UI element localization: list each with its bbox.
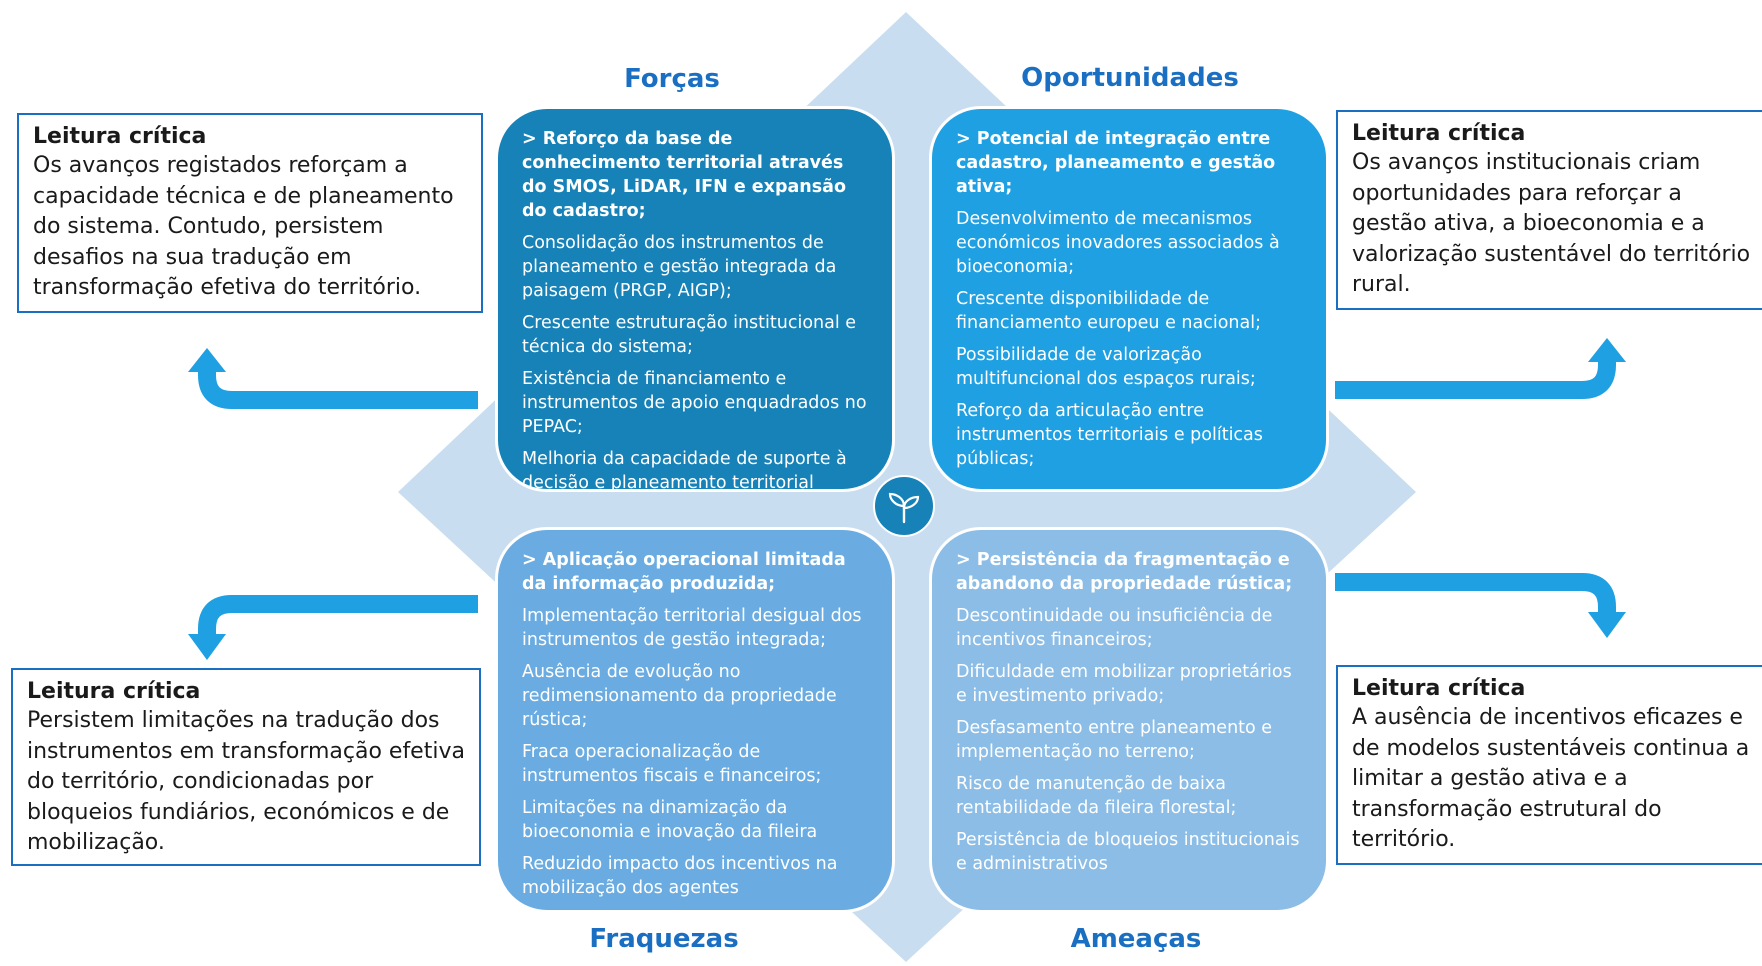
card-body: A ausência de incentivos eficazes e de m… xyxy=(1352,705,1750,852)
card-title: Leitura crítica xyxy=(1352,676,1526,701)
ameacas-item: Desfasamento entre planeamento e impleme… xyxy=(956,718,1273,762)
arrowhead-bottom-left xyxy=(188,634,226,660)
critical-reading-card-forcas: Leitura crítica Os avanços registados re… xyxy=(17,113,483,313)
oportunidades-item: Reforço da articulação entre instrumento… xyxy=(956,401,1263,469)
arrow-top-left xyxy=(198,370,478,409)
forcas-item: Crescente estruturação institucional e t… xyxy=(522,313,857,357)
title-oportunidades: Oportunidades xyxy=(1021,63,1239,93)
sprout-icon xyxy=(873,475,935,537)
forcas-head: > Reforço da base de conhecimento territ… xyxy=(522,129,847,221)
ameacas-head: > Persistência da fragmentação e abandon… xyxy=(956,550,1293,594)
card-title: Leitura crítica xyxy=(33,124,207,149)
fraquezas-item: Ausência de evolução no redimensionament… xyxy=(522,662,837,730)
title-forcas: Forças xyxy=(624,64,720,94)
ameacas-item: Dificuldade em mobilizar proprietários e… xyxy=(956,662,1292,706)
oportunidades-item: Desenvolvimento de mecanismos económicos… xyxy=(956,209,1280,277)
fraquezas-item: Fraca operacionalização de instrumentos … xyxy=(522,742,822,786)
card-body: Persistem limitações na tradução dos ins… xyxy=(27,708,465,855)
title-ameacas: Ameaças xyxy=(1070,924,1202,954)
critical-reading-card-fraquezas: Leitura crítica Persistem limitações na … xyxy=(11,668,481,866)
quadrant-fraquezas: > Aplicação operacional limitada da info… xyxy=(495,527,895,913)
oportunidades-item: Possibilidade de valorização multifuncio… xyxy=(956,345,1256,389)
quadrant-ameacas: > Persistência da fragmentação e abandon… xyxy=(929,527,1329,913)
oportunidades-item: Crescente disponibilidade de financiamen… xyxy=(956,289,1261,333)
ameacas-item: Descontinuidade ou insuficiência de ince… xyxy=(956,606,1273,650)
fraquezas-item: Reduzido impacto dos incentivos na mobil… xyxy=(522,854,838,898)
arrow-bottom-left xyxy=(198,595,478,636)
ameacas-item: Risco de manutenção de baixa rentabilida… xyxy=(956,774,1237,818)
arrowhead-top-left xyxy=(188,348,226,372)
forcas-item: Consolidação dos instrumentos de planeam… xyxy=(522,233,837,301)
critical-reading-card-ameacas: Leitura crítica A ausência de incentivos… xyxy=(1336,665,1762,865)
oportunidades-head: > Potencial de integração entre cadastro… xyxy=(956,129,1276,197)
card-title: Leitura crítica xyxy=(27,679,201,704)
ameacas-item: Persistência de bloqueios institucionais… xyxy=(956,830,1300,874)
arrowhead-bottom-right xyxy=(1588,612,1626,638)
quadrant-oportunidades: > Potencial de integração entre cadastro… xyxy=(929,106,1329,492)
card-title: Leitura crítica xyxy=(1352,121,1526,146)
title-fraquezas: Fraquezas xyxy=(589,924,739,954)
fraquezas-head: > Aplicação operacional limitada da info… xyxy=(522,550,846,594)
quadrant-forcas: > Reforço da base de conhecimento territ… xyxy=(495,106,895,492)
critical-reading-card-oportunidades: Leitura crítica Os avanços institucionai… xyxy=(1336,110,1762,310)
arrow-bottom-right xyxy=(1335,573,1616,614)
arrowhead-top-right xyxy=(1588,338,1626,362)
forcas-item: Existência de financiamento e instrument… xyxy=(522,369,867,437)
card-body: Os avanços institucionais criam oportuni… xyxy=(1352,150,1751,297)
card-body: Os avanços registados reforçam a capacid… xyxy=(33,153,454,300)
arrow-top-right xyxy=(1335,360,1616,399)
forcas-item: Melhoria da capacidade de suporte à deci… xyxy=(522,449,847,492)
fraquezas-item: Implementação territorial desigual dos i… xyxy=(522,606,862,650)
fraquezas-item: Limitações na dinamização da bioeconomia… xyxy=(522,798,818,842)
